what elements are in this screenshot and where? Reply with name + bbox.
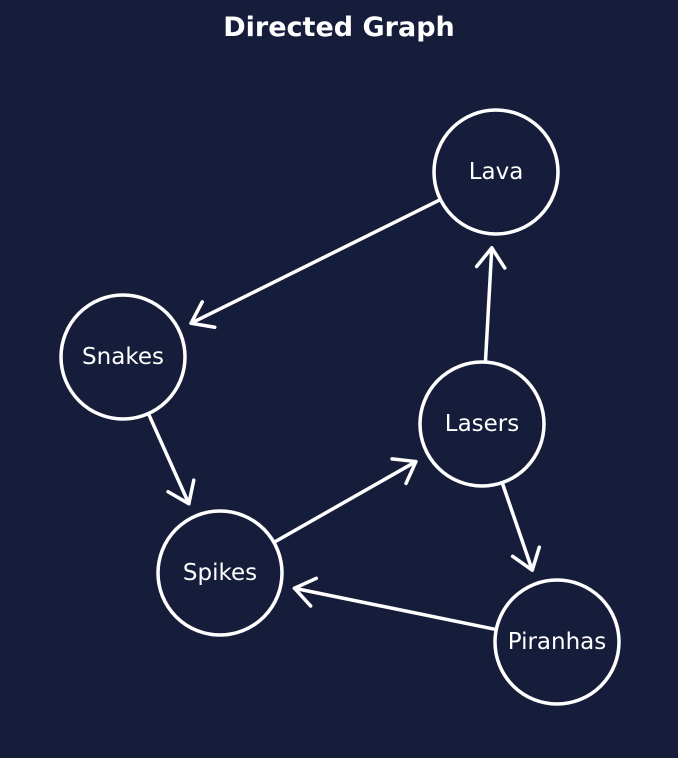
edge-line (272, 459, 418, 545)
node-circle (156, 509, 284, 637)
edge-snakes-to-spikes (146, 411, 196, 506)
edge-lava-to-snakes (189, 197, 443, 329)
node-label: Lasers (445, 411, 519, 437)
node-spikes: Spikes (156, 509, 284, 637)
node-circle (418, 360, 546, 488)
node-circle (493, 578, 621, 706)
node-label: Spikes (183, 560, 257, 586)
edge-line (292, 586, 499, 632)
arrowhead-icon (292, 576, 319, 608)
edge-lasers-to-piranhas (500, 480, 542, 572)
arrowhead-icon (166, 478, 196, 506)
edge-piranhas-to-spikes (292, 576, 499, 632)
edge-line (189, 197, 443, 325)
node-circle (432, 108, 560, 236)
node-circle (59, 293, 187, 421)
edge-lasers-to-lava (474, 246, 507, 364)
node-snakes: Snakes (59, 293, 187, 421)
node-lasers: Lasers (418, 360, 546, 488)
node-label: Snakes (82, 344, 164, 370)
node-piranhas: Piranhas (493, 578, 621, 706)
edge-spikes-to-lasers (272, 457, 418, 545)
node-lava: Lava (432, 108, 560, 236)
edge-line (500, 480, 535, 572)
arrowhead-icon (390, 457, 418, 486)
node-label: Piranhas (508, 629, 607, 655)
edges-layer (146, 197, 542, 632)
edge-line (146, 411, 191, 506)
arrowhead-icon (510, 545, 542, 572)
arrowhead-icon (189, 300, 217, 329)
edge-line (483, 246, 494, 364)
node-label: Lava (469, 159, 524, 185)
diagram-title: Directed Graph (223, 12, 455, 43)
arrowhead-icon (474, 246, 507, 270)
